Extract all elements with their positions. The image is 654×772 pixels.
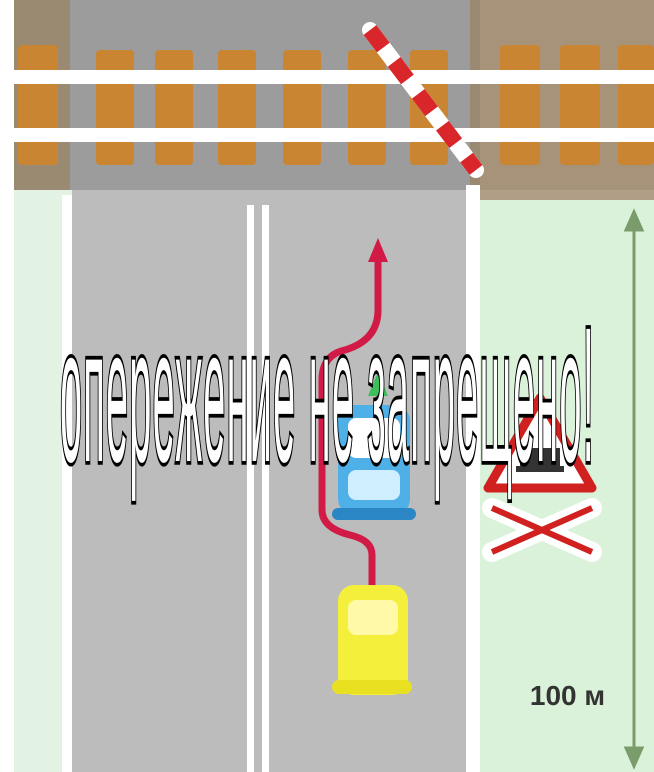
distance-arrow — [623, 208, 645, 770]
center-line-right — [262, 205, 269, 772]
rail-bottom — [14, 128, 654, 142]
railway-crossing-sign-icon — [483, 393, 597, 493]
road-over-tracks — [70, 0, 470, 190]
blue-car-arrow — [368, 372, 388, 396]
road-left-line — [62, 195, 72, 772]
center-line-left — [247, 205, 254, 772]
rail-top — [14, 70, 654, 84]
overtaking-route-line — [318, 246, 382, 589]
left-margin — [0, 0, 14, 772]
verge-edge — [466, 185, 480, 772]
distance-label: 100 м — [529, 680, 606, 711]
crossing-cross-sign-icon — [482, 498, 602, 562]
barrier-arm-icon — [362, 22, 484, 178]
yellow-car — [332, 585, 412, 695]
blue-car — [332, 405, 416, 520]
route-arrowhead — [368, 238, 388, 262]
